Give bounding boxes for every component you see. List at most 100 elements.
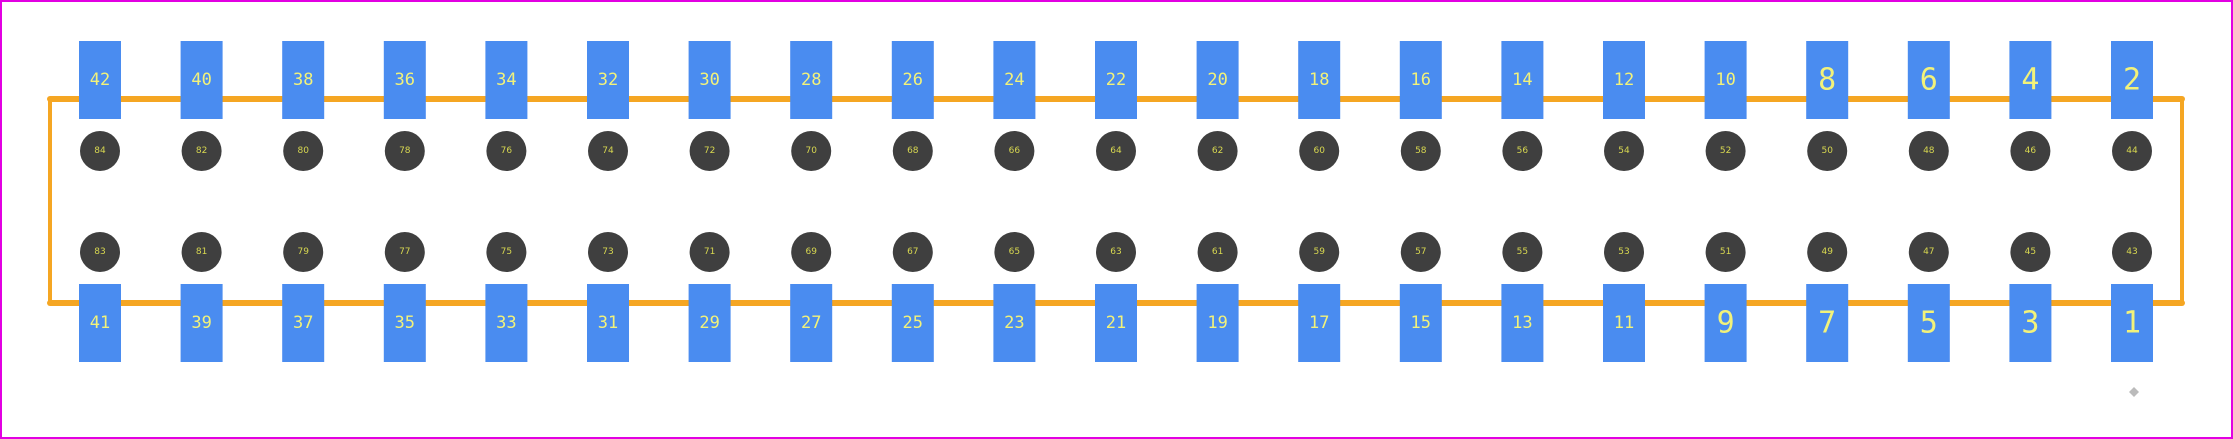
bottom-pad <box>790 284 833 362</box>
bottom-pad-label: 17 <box>1309 313 1329 333</box>
top-pad <box>1196 41 1239 119</box>
top-pad <box>1907 41 1950 119</box>
top-pad-label: 8 <box>1818 63 1836 98</box>
bottom-pad <box>891 284 934 362</box>
lower-hole-label: 59 <box>1313 247 1325 257</box>
upper-hole-label: 60 <box>1313 146 1325 156</box>
top-pad-label: 20 <box>1207 70 1227 90</box>
top-pad <box>891 41 934 119</box>
top-pad-label: 32 <box>598 70 618 90</box>
upper-hole-label: 62 <box>1212 146 1223 156</box>
top-pad-label: 24 <box>1004 70 1024 90</box>
lower-hole <box>1908 232 1949 272</box>
top-pad-label: 38 <box>293 70 313 90</box>
bottom-pad-label: 19 <box>1207 313 1227 333</box>
upper-hole-label: 66 <box>1009 146 1021 156</box>
lower-hole-label: 61 <box>1212 247 1223 257</box>
lower-hole-label: 65 <box>1009 247 1020 257</box>
lower-hole <box>1807 232 1848 272</box>
upper-hole <box>80 131 120 171</box>
top-pad-label: 26 <box>903 70 923 90</box>
upper-hole-label: 58 <box>1415 146 1427 156</box>
bottom-pad <box>1095 284 1137 362</box>
bottom-pad-label: 3 <box>2021 306 2039 341</box>
top-pad-label: 14 <box>1512 70 1532 90</box>
bottom-pad-label: 7 <box>1818 306 1836 341</box>
bottom-pad <box>2009 284 2052 362</box>
upper-hole <box>1908 131 1949 171</box>
bottom-pad-label: 33 <box>496 313 516 333</box>
lower-hole-label: 79 <box>297 247 309 257</box>
lower-hole <box>1197 232 1238 272</box>
bottom-pad-label: 11 <box>1614 313 1634 333</box>
bottom-pad <box>1399 284 1442 362</box>
lower-hole <box>588 232 628 272</box>
top-pad <box>383 41 426 119</box>
lower-hole-label: 67 <box>907 247 918 257</box>
upper-hole-label: 50 <box>1821 146 1833 156</box>
bottom-pad-label: 21 <box>1106 313 1126 333</box>
upper-hole-label: 68 <box>907 146 919 156</box>
upper-hole <box>486 131 527 171</box>
top-pad <box>2111 41 2153 119</box>
top-pad <box>587 41 629 119</box>
lower-hole <box>1096 232 1136 272</box>
bottom-pad <box>1806 284 1849 362</box>
origin-diamond <box>2129 387 2139 397</box>
lower-hole <box>2010 232 2051 272</box>
bottom-pad <box>1603 284 1645 362</box>
bottom-pad-label: 35 <box>395 313 415 333</box>
lower-hole-label: 63 <box>1110 247 1121 257</box>
lower-hole <box>181 232 222 272</box>
lower-hole-label: 53 <box>1618 247 1629 257</box>
top-pad-label: 22 <box>1106 70 1126 90</box>
upper-hole <box>791 131 832 171</box>
bottom-pad <box>485 284 528 362</box>
bottom-pad <box>79 284 121 362</box>
bottom-pad-label: 41 <box>90 313 110 333</box>
bottom-pad-label: 27 <box>801 313 821 333</box>
bottom-pad-label: 31 <box>598 313 618 333</box>
upper-hole <box>689 131 730 171</box>
upper-hole-label: 84 <box>94 146 106 156</box>
bottom-pad-label: 39 <box>191 313 211 333</box>
lower-hole-label: 43 <box>2126 247 2137 257</box>
upper-hole <box>1299 131 1340 171</box>
top-pad-label: 28 <box>801 70 821 90</box>
lower-hole-label: 49 <box>1821 247 1833 257</box>
top-pad <box>485 41 528 119</box>
lower-hole-label: 77 <box>399 247 410 257</box>
bottom-pad <box>1501 284 1544 362</box>
top-pad-label: 42 <box>90 70 110 90</box>
top-pad <box>1298 41 1341 119</box>
bottom-pad <box>688 284 731 362</box>
top-pad <box>993 41 1036 119</box>
lower-hole <box>994 232 1035 272</box>
bottom-pad-label: 25 <box>903 313 923 333</box>
lower-hole <box>1502 232 1543 272</box>
upper-hole <box>1400 131 1441 171</box>
upper-hole-label: 46 <box>2025 146 2037 156</box>
upper-hole-label: 76 <box>501 146 513 156</box>
origin-marker <box>2129 387 2139 397</box>
bottom-pad-label: 29 <box>699 313 719 333</box>
upper-hole <box>1807 131 1848 171</box>
top-pad-label: 4 <box>2021 63 2039 98</box>
lower-hole <box>1604 232 1644 272</box>
lower-hole <box>486 232 527 272</box>
lower-hole-label: 73 <box>602 247 613 257</box>
top-pad <box>790 41 833 119</box>
upper-hole-label: 64 <box>1110 146 1122 156</box>
upper-hole-label: 82 <box>196 146 207 156</box>
top-pad <box>1603 41 1645 119</box>
top-pad <box>2009 41 2052 119</box>
bottom-pad-label: 37 <box>293 313 313 333</box>
lower-hole-label: 75 <box>501 247 512 257</box>
upper-hole-label: 70 <box>805 146 817 156</box>
bottom-pad <box>1704 284 1747 362</box>
upper-hole <box>994 131 1035 171</box>
top-pad <box>1501 41 1544 119</box>
